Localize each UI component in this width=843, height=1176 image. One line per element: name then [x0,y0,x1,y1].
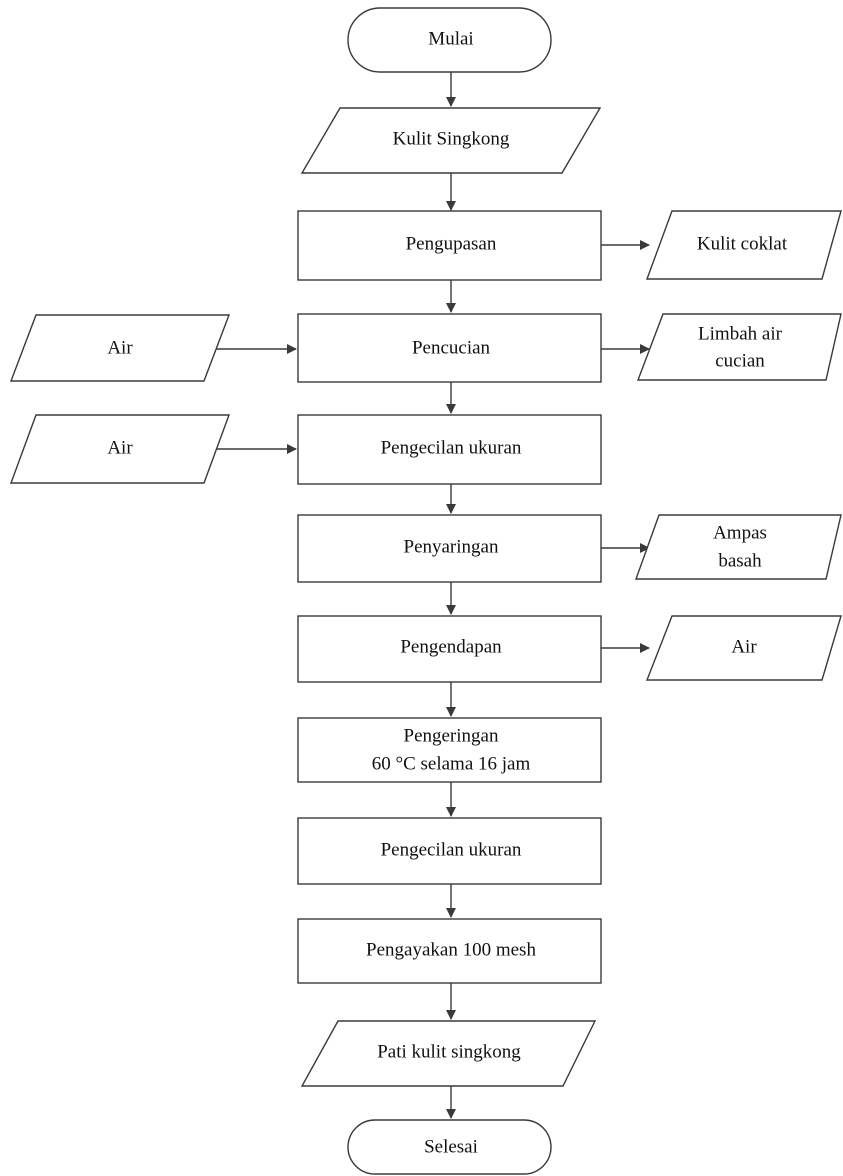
input-air-2: Air [9,414,231,484]
connectors [212,72,650,1119]
process-pengeringan-line2: 60 °C selama 16 jam [372,753,531,774]
process-pengeringan: Pengeringan 60 °C selama 16 jam [297,717,602,783]
output-limbah-air-cucian: Limbah air cucian [636,313,842,381]
process-pengeringan-shape [297,717,602,783]
output-limbah-line2: cucian [715,350,765,371]
output-pati-kulit-singkong: Pati kulit singkong [300,1020,597,1087]
output-kulit-coklat: Kulit coklat [645,210,842,280]
output-air: Air [645,615,842,681]
output-pati-kulit-singkong-label: Pati kulit singkong [377,1041,521,1062]
input-air-1-label: Air [107,337,133,358]
process-pengayakan: Pengayakan 100 mesh [297,918,602,984]
start-terminator: Mulai [347,7,552,73]
output-kulit-coklat-label: Kulit coklat [697,233,788,254]
process-pengecilan-ukuran-1: Pengecilan ukuran [297,414,602,485]
process-pengayakan-label: Pengayakan 100 mesh [366,939,536,960]
process-pengayakan-shape [297,918,602,984]
output-pati-kulit-singkong-shape [300,1020,597,1087]
output-ampas-basah: Ampas basah [635,514,842,580]
process-pencucian-label: Pencucian [412,337,491,358]
process-pengupasan: Pengupasan [297,210,602,281]
output-limbah-line1: Limbah air [698,323,783,344]
output-ampas-line2: basah [718,550,762,571]
process-pengendapan-label: Pengendapan [400,636,502,657]
process-pengecilan-ukuran-2: Pengecilan ukuran [297,817,602,885]
output-ampas-line1: Ampas [713,522,767,543]
input-raw-material-label: Kulit Singkong [393,128,510,149]
input-raw-material: Kulit Singkong [300,107,602,174]
output-ampas-basah-shape [635,514,842,580]
input-air-1-shape [9,314,231,382]
process-pengupasan-label: Pengupasan [406,233,497,254]
input-air-2-shape [9,414,231,484]
process-pengendapan-shape [297,615,602,683]
process-pengecilan-ukuran-2-label: Pengecilan ukuran [381,839,522,860]
process-pengupasan-shape [297,210,602,281]
process-pengecilan-ukuran-1-label: Pengecilan ukuran [381,437,522,458]
start-label: Mulai [428,28,473,49]
process-pencucian-shape [297,313,602,383]
end-terminator: Selesai [347,1119,552,1175]
output-limbah-air-cucian-shape [636,313,842,381]
output-air-shape [645,615,842,681]
output-air-label: Air [731,636,757,657]
input-raw-material-shape [300,107,602,174]
output-kulit-coklat-shape [645,210,842,280]
process-penyaringan: Penyaringan [297,514,602,583]
process-penyaringan-label: Penyaringan [404,536,499,557]
process-pencucian: Pencucian [297,313,602,383]
end-label: Selesai [424,1136,478,1157]
end-terminator-shape [347,1119,552,1175]
process-penyaringan-shape [297,514,602,583]
start-terminator-shape [347,7,552,73]
process-pengeringan-line1: Pengeringan [404,725,499,746]
input-air-2-label: Air [107,437,133,458]
process-pengecilan-ukuran-1-shape [297,414,602,485]
process-pengendapan: Pengendapan [297,615,602,683]
input-air-1: Air [9,314,231,382]
process-pengecilan-ukuran-2-shape [297,817,602,885]
